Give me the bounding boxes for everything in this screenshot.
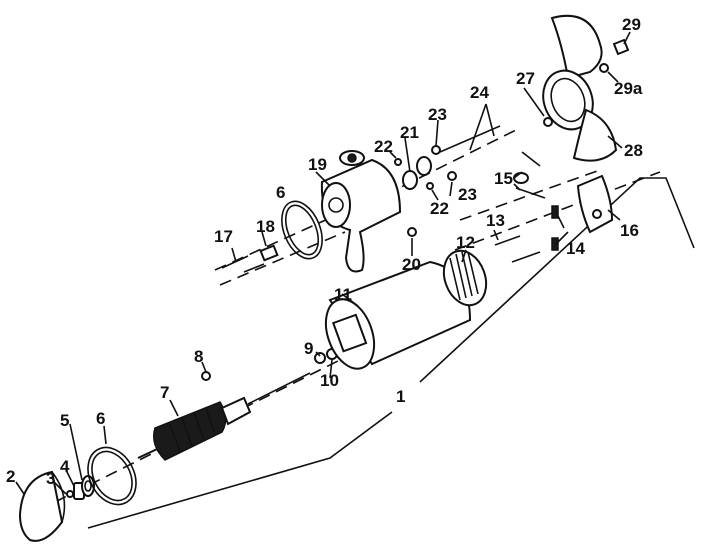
- part-18-bushing: [243, 244, 279, 273]
- leader-lines: [15, 31, 631, 495]
- label-1: 1: [396, 387, 405, 406]
- label-20: 20: [402, 255, 421, 274]
- part-23-washer-a: [431, 145, 441, 155]
- label-23-bottom: 23: [458, 185, 477, 204]
- part-14-spring-b: [551, 237, 559, 251]
- label-29: 29: [622, 15, 641, 34]
- label-6-front: 6: [96, 409, 105, 428]
- label-24: 24: [470, 83, 489, 102]
- part-6-o-ring-rear: [281, 200, 323, 260]
- group-bracket-1: [87, 177, 695, 529]
- label-9: 9: [304, 339, 313, 358]
- part-29a-washer: [599, 63, 609, 73]
- part-14-spring-a: [551, 205, 559, 219]
- label-8: 8: [194, 347, 203, 366]
- part-21-bearing: [402, 156, 432, 190]
- part-3-washer: [66, 490, 74, 498]
- part-28-propeller: [542, 14, 618, 162]
- part-7-armature: [137, 372, 311, 461]
- label-19: 19: [308, 155, 327, 174]
- label-23-top: 23: [428, 105, 447, 124]
- label-3: 3: [46, 469, 55, 488]
- label-29a: 29a: [614, 79, 643, 98]
- label-15: 15: [494, 169, 513, 188]
- part-17-pin: [221, 255, 249, 269]
- part-23-washer-b: [447, 171, 457, 181]
- label-14: 14: [566, 239, 585, 258]
- label-22-top: 22: [374, 137, 393, 156]
- label-17: 17: [214, 227, 233, 246]
- label-5: 5: [60, 411, 69, 430]
- label-28: 28: [624, 141, 643, 160]
- label-6-rear: 6: [276, 183, 285, 202]
- label-7: 7: [160, 383, 169, 402]
- label-27: 27: [516, 69, 535, 88]
- label-13: 13: [486, 211, 505, 230]
- label-10: 10: [320, 371, 339, 390]
- callout-labels: 1 2 3 4 5 6 6 7 8 9 10 11 12 13 14 15 16…: [6, 15, 643, 488]
- part-27-key: [543, 117, 553, 127]
- label-4: 4: [60, 457, 70, 476]
- label-21: 21: [400, 123, 419, 142]
- part-24-shaft: [439, 125, 501, 153]
- part-6-o-ring-front: [87, 446, 137, 506]
- label-22-bottom: 22: [430, 199, 449, 218]
- part-12-threaded-ring: [442, 249, 488, 307]
- part-16-end-plate: [576, 174, 614, 234]
- label-18: 18: [256, 217, 275, 236]
- part-20-plug: [407, 227, 417, 237]
- part-2-nose-cone: [18, 470, 66, 542]
- part-8-washer: [201, 371, 211, 381]
- label-11: 11: [334, 285, 352, 304]
- part-19-gear-housing: [320, 150, 402, 273]
- label-2: 2: [6, 467, 15, 486]
- label-12: 12: [456, 233, 475, 252]
- label-16: 16: [620, 221, 639, 240]
- part-29-nut: [612, 38, 630, 56]
- part-9-washer: [314, 352, 326, 364]
- part-13-pins: [494, 235, 541, 263]
- part-22-seal-b: [426, 182, 434, 190]
- part-22-seal-a: [394, 158, 402, 166]
